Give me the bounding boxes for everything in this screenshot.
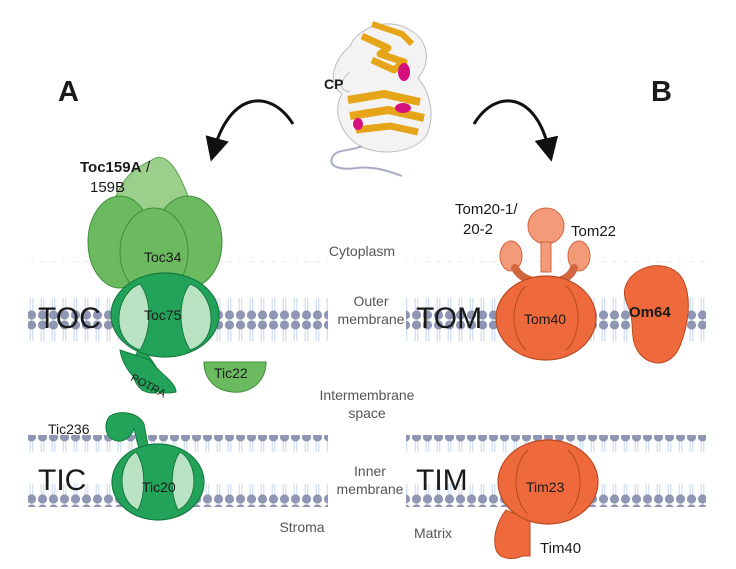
- tic22-protein: [203, 361, 267, 393]
- outer-membrane-label-1: Outer: [353, 293, 388, 309]
- tic20-complex: [105, 412, 205, 521]
- inner-membrane-label-2: membrane: [337, 481, 404, 497]
- cargo-protein: [330, 21, 432, 177]
- tim40-label: Tim40: [540, 540, 581, 557]
- panel-letter-b: B: [651, 76, 672, 108]
- protein-label: CP: [324, 76, 343, 92]
- tic-complex-label: TIC: [38, 464, 86, 497]
- helix-1: [398, 63, 410, 81]
- intermembrane-label-2: space: [348, 405, 386, 421]
- helix-2: [395, 103, 411, 113]
- toc34-label: Toc34: [144, 249, 182, 265]
- tim-complex-label: TIM: [416, 464, 468, 497]
- tom20-label-1: Tom20-1/: [455, 201, 518, 218]
- tic22-label: Tic22: [214, 365, 248, 381]
- stroma-label: Stroma: [279, 519, 324, 535]
- arrow-to-toc: [205, 99, 295, 162]
- arrow-to-tom: [472, 99, 559, 162]
- toc159-label-bold: Toc159A: [80, 159, 142, 176]
- tom40-channel: [495, 275, 597, 361]
- toc34-complex: [87, 195, 223, 297]
- toc75-channel: [110, 272, 220, 394]
- intermembrane-label-1: Intermembrane: [320, 387, 415, 403]
- om64-protein: [623, 265, 689, 364]
- tic236-label: Tic236: [48, 421, 90, 437]
- tom40-label: Tom40: [524, 311, 566, 327]
- panel-letter-a: A: [58, 76, 79, 108]
- tom22-label: Tom22: [571, 223, 616, 240]
- tim23-label: Tim23: [526, 479, 565, 495]
- helix-3: [353, 118, 363, 130]
- tim23-complex: [494, 439, 599, 559]
- outer-membrane-label-2: membrane: [338, 311, 405, 327]
- matrix-label: Matrix: [414, 525, 452, 541]
- tic20-label: Tic20: [142, 479, 176, 495]
- inner-membrane-label-1: Inner: [354, 463, 386, 479]
- toc159b-label: 159B: [90, 179, 125, 196]
- toc75-label: Toc75: [144, 307, 182, 323]
- tom-complex-label: TOM: [416, 302, 482, 335]
- toc159-label-slash: /: [146, 159, 151, 176]
- toc-complex-label: TOC: [38, 302, 101, 335]
- om64-label: Om64: [629, 304, 671, 321]
- cytoplasm-label: Cytoplasm: [329, 243, 395, 259]
- tom20-label-2: 20-2: [463, 221, 493, 238]
